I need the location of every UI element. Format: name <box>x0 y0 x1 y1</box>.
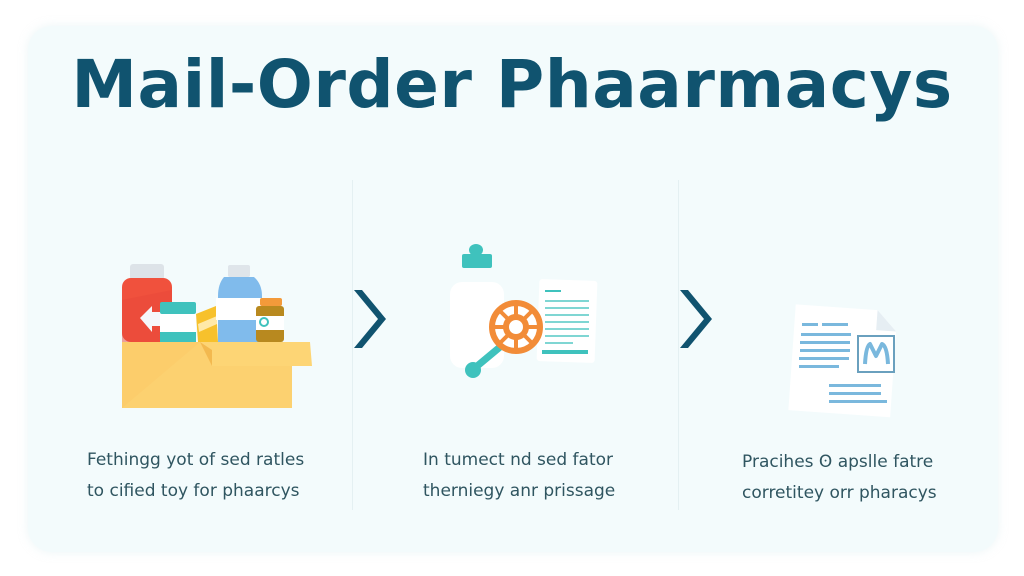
diagram-panel <box>28 26 998 552</box>
chevron-right-icon <box>680 290 712 348</box>
column-divider <box>678 180 679 510</box>
column-divider <box>352 180 353 510</box>
bottle-magnifier-prescription-icon <box>450 244 598 378</box>
medication-box-icon <box>122 264 312 408</box>
document-letter-m-icon <box>788 304 897 418</box>
caption-line: Fethingg yot of sed ratles <box>87 450 305 470</box>
caption-line: corretitey orr pharacys <box>742 483 937 503</box>
step-1-caption: Fethingg yot of sed ratles to cified toy… <box>87 445 304 507</box>
chevron-right-icon <box>354 290 386 348</box>
caption-line: to cified toy for phaarcys <box>87 481 300 501</box>
caption-line: In tumect nd sed fator <box>423 450 614 470</box>
caption-line: therniegy anr prissage <box>423 481 616 501</box>
step-3-caption: Pracihes ʘ apslle fatre corretitey orr p… <box>742 447 937 509</box>
step-2 <box>430 230 610 400</box>
step-2-caption: In tumect nd sed fator therniegy anr pri… <box>423 445 615 507</box>
step-3 <box>770 290 920 430</box>
page-title: Mail-Order Phaarmacys <box>71 46 953 123</box>
caption-line: Pracihes ʘ apslle fatre <box>742 452 934 472</box>
step-1 <box>100 250 330 420</box>
